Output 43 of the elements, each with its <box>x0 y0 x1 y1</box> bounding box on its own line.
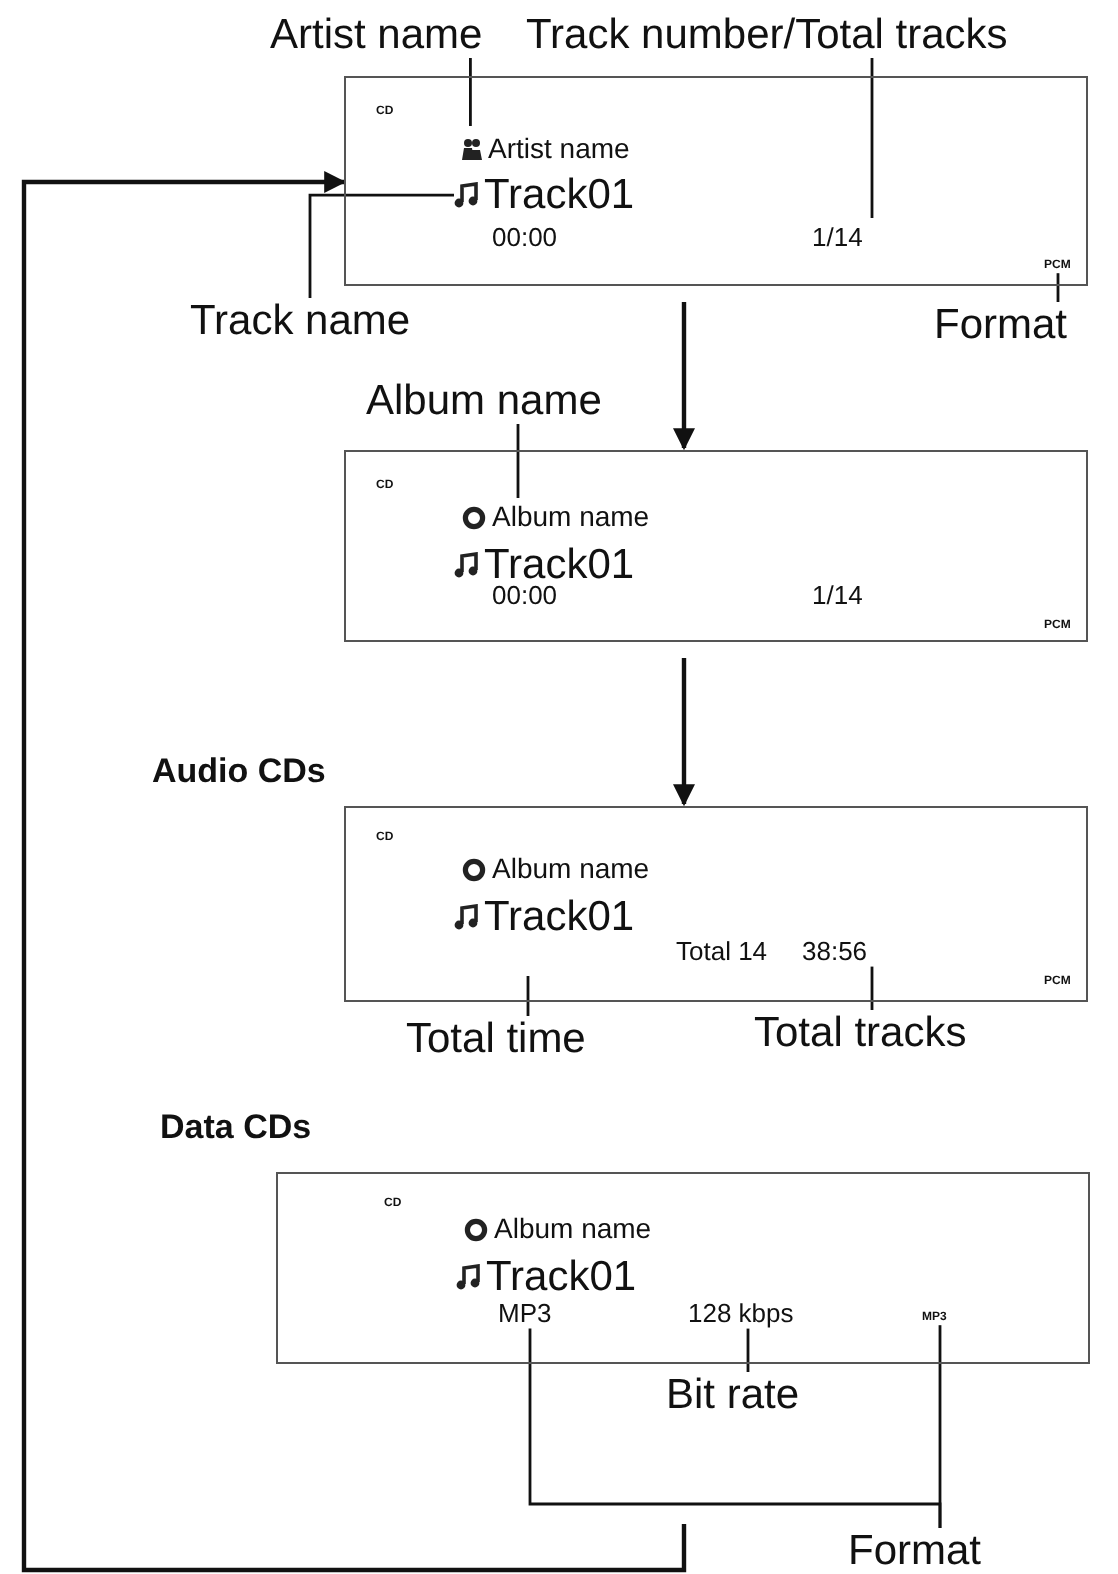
display-text: Album name <box>494 1214 652 1245</box>
lcd-display-panel <box>344 450 1088 642</box>
display-text: 128 kbps <box>688 1300 794 1329</box>
callout-label: Total tracks <box>754 1010 967 1056</box>
section-heading: Audio CDs <box>152 752 326 792</box>
display-text: MP3 <box>498 1300 552 1329</box>
arrow <box>673 302 695 451</box>
display-text: Track01 <box>486 1254 637 1301</box>
leader-line <box>526 976 530 1016</box>
leader-line <box>870 58 874 218</box>
leader-line <box>746 1328 750 1372</box>
display-text: 00:00 <box>492 582 558 611</box>
callout-label: Track name <box>190 298 411 344</box>
callout-label: Track number/Total tracks <box>526 12 1008 58</box>
leader-line <box>870 966 874 1010</box>
display-text: Track01 <box>484 172 635 219</box>
display-text: 1/14 <box>812 224 863 253</box>
lcd-display-panel <box>344 806 1088 1002</box>
leader-line <box>308 193 454 298</box>
section-heading: Data CDs <box>160 1108 312 1148</box>
display-text: 1/14 <box>812 582 863 611</box>
lcd-display-panel <box>276 1172 1090 1364</box>
callout-label: Bit rate <box>666 1372 800 1418</box>
display-text: Track01 <box>484 894 635 941</box>
leader-line <box>516 424 520 498</box>
display-text: Album name <box>492 854 650 885</box>
leader-line <box>1056 273 1060 302</box>
callout-label: Artist name <box>270 12 483 58</box>
arrow <box>21 171 687 1573</box>
display-text: Track01 <box>484 542 635 588</box>
display-text: 00:00 <box>492 224 558 253</box>
callout-label: Total time <box>406 1016 586 1062</box>
display-text: Album name <box>492 502 650 533</box>
leader-line <box>469 58 472 126</box>
display-text: Total 14 <box>676 938 768 967</box>
display-text: 38:56 <box>802 938 868 967</box>
arrow <box>673 658 695 807</box>
leader-line <box>938 1325 942 1528</box>
lcd-display-panel <box>344 76 1088 286</box>
display-text: Artist name <box>488 134 630 165</box>
callout-label: Format <box>848 1528 982 1574</box>
callout-label: Format <box>934 302 1068 348</box>
callout-label: Album name <box>366 378 602 424</box>
